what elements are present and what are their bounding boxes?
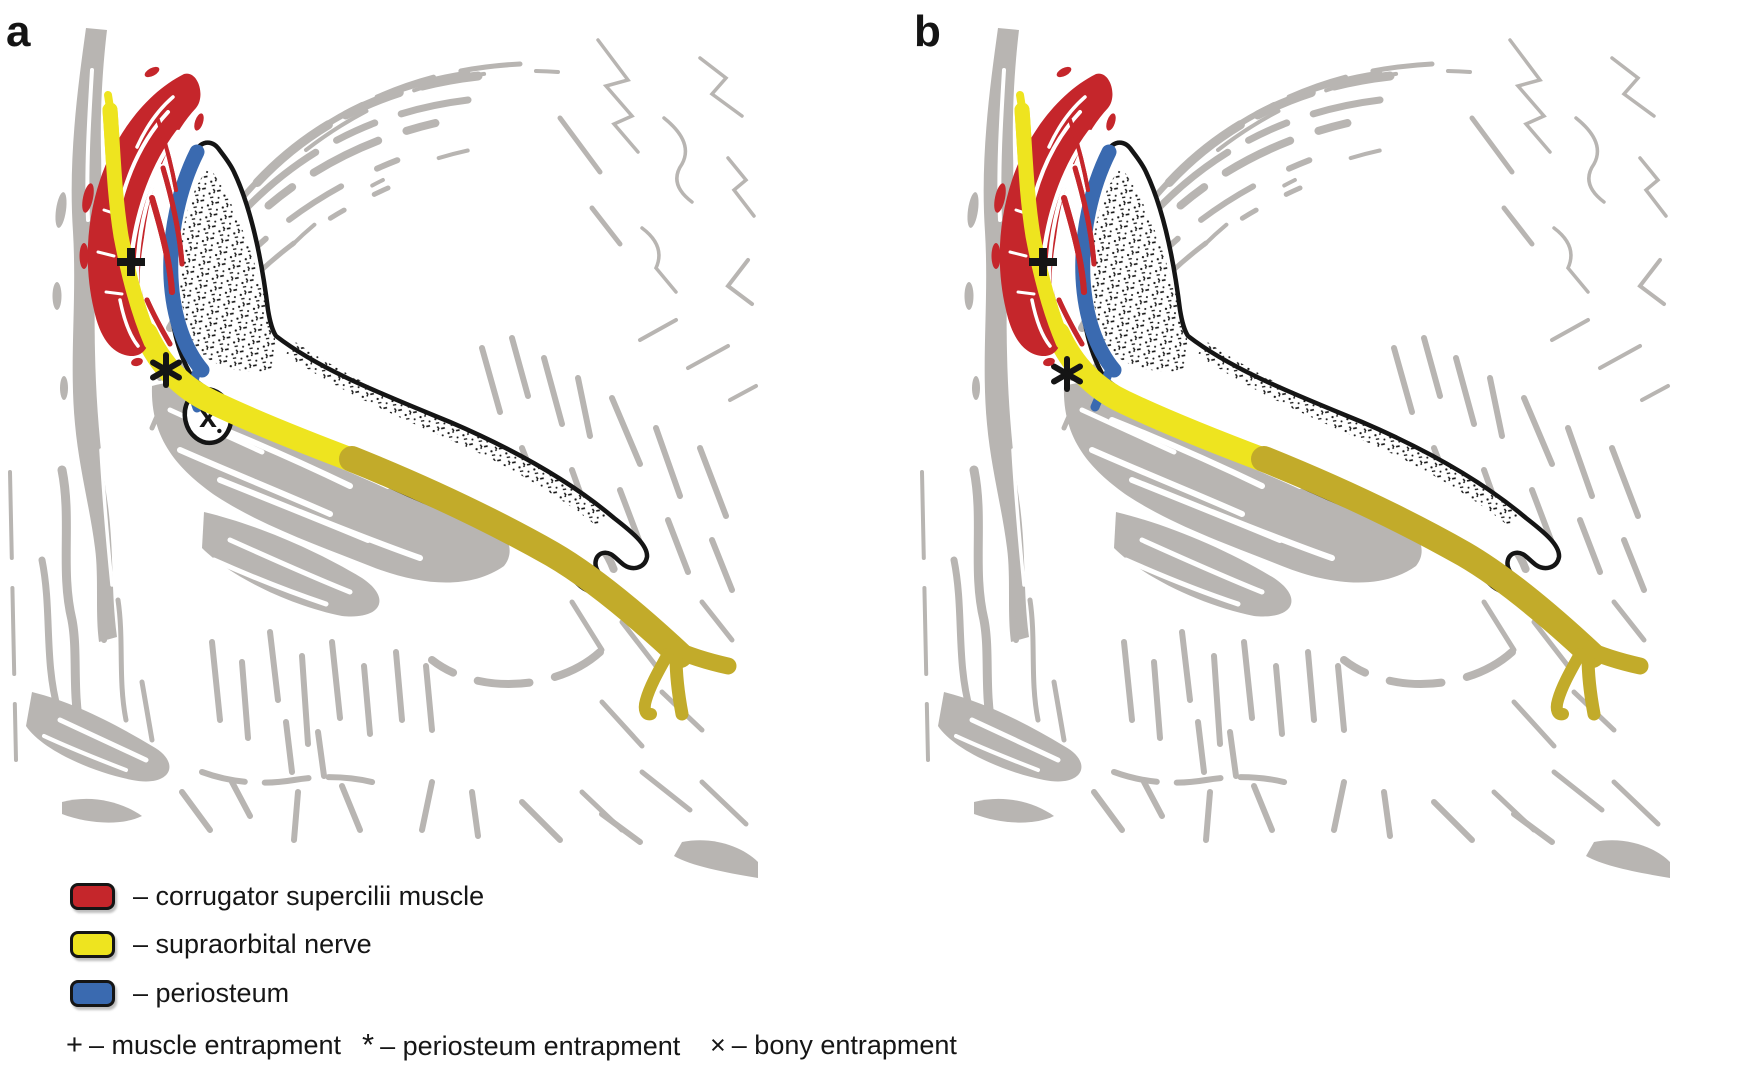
- panel-a-illustration: x: [0, 0, 760, 880]
- plus-symbol: +: [66, 1029, 83, 1061]
- legend-swatch-nerve: [70, 931, 115, 958]
- legend-swatch-periosteum: [70, 980, 115, 1007]
- legend-swatch-muscle: [70, 883, 115, 910]
- legend-symbol-periosteum-entrapment: *– periosteum entrapment: [362, 1027, 681, 1062]
- legend-row-muscle: – corrugator supercilii muscle: [70, 883, 484, 910]
- panel-label-b: b: [914, 7, 941, 56]
- legend-symbol-muscle-entrapment: +– muscle entrapment: [66, 1030, 341, 1060]
- legend-label-muscle: – corrugator supercilii muscle: [133, 881, 485, 911]
- legend-row-periosteum: – periosteum: [70, 980, 289, 1007]
- legend-label-periosteum: – periosteum: [133, 978, 290, 1008]
- times-symbol-label: – bony entrapment: [731, 1030, 957, 1060]
- legend-label-nerve: – supraorbital nerve: [133, 929, 372, 959]
- asterisk-symbol-label: – periosteum entrapment: [380, 1031, 681, 1061]
- asterisk-symbol: *: [362, 1027, 375, 1062]
- panel-b-illustration: [912, 0, 1672, 880]
- panel-label-a: a: [6, 7, 31, 56]
- legend-row-nerve: – supraorbital nerve: [70, 931, 372, 958]
- times-symbol: ×: [710, 1030, 726, 1060]
- plus-symbol-label: – muscle entrapment: [88, 1030, 342, 1060]
- legend-symbols-row: +– muscle entrapment *– periosteum entra…: [0, 1027, 1750, 1064]
- legend-symbol-bony-entrapment: ×– bony entrapment: [710, 1030, 957, 1060]
